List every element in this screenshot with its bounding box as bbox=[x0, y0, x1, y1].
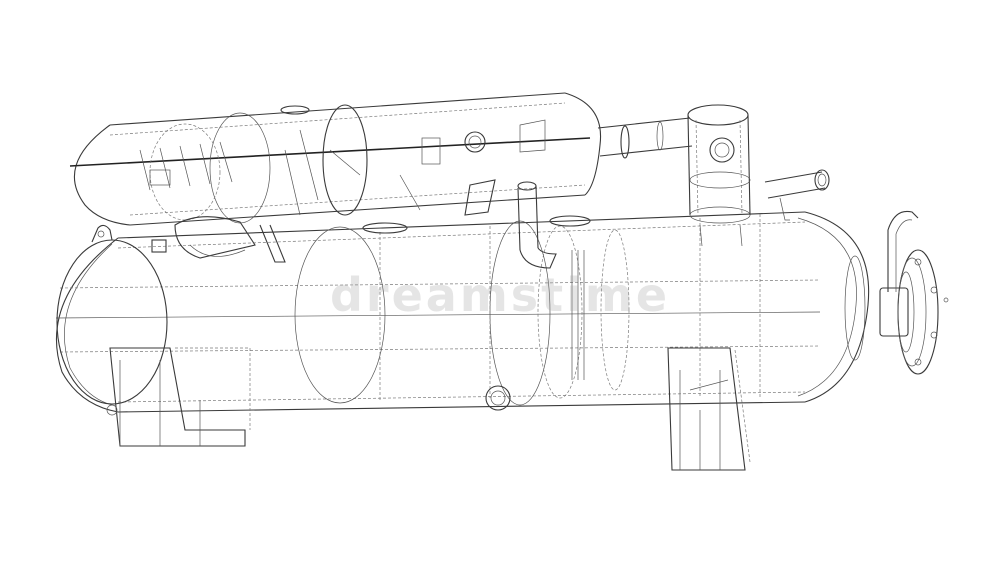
side-nozzle bbox=[764, 169, 830, 221]
outlet-pipe bbox=[597, 117, 693, 159]
vertical-column bbox=[687, 104, 751, 247]
inlet-pipe bbox=[517, 181, 557, 269]
saddle-support-left bbox=[106, 347, 251, 447]
vessel-interconnect bbox=[151, 179, 496, 263]
upper-vessel bbox=[69, 92, 602, 226]
saddle-support-right bbox=[667, 347, 751, 471]
end-flange bbox=[879, 210, 949, 375]
lower-vessel bbox=[55, 211, 870, 413]
